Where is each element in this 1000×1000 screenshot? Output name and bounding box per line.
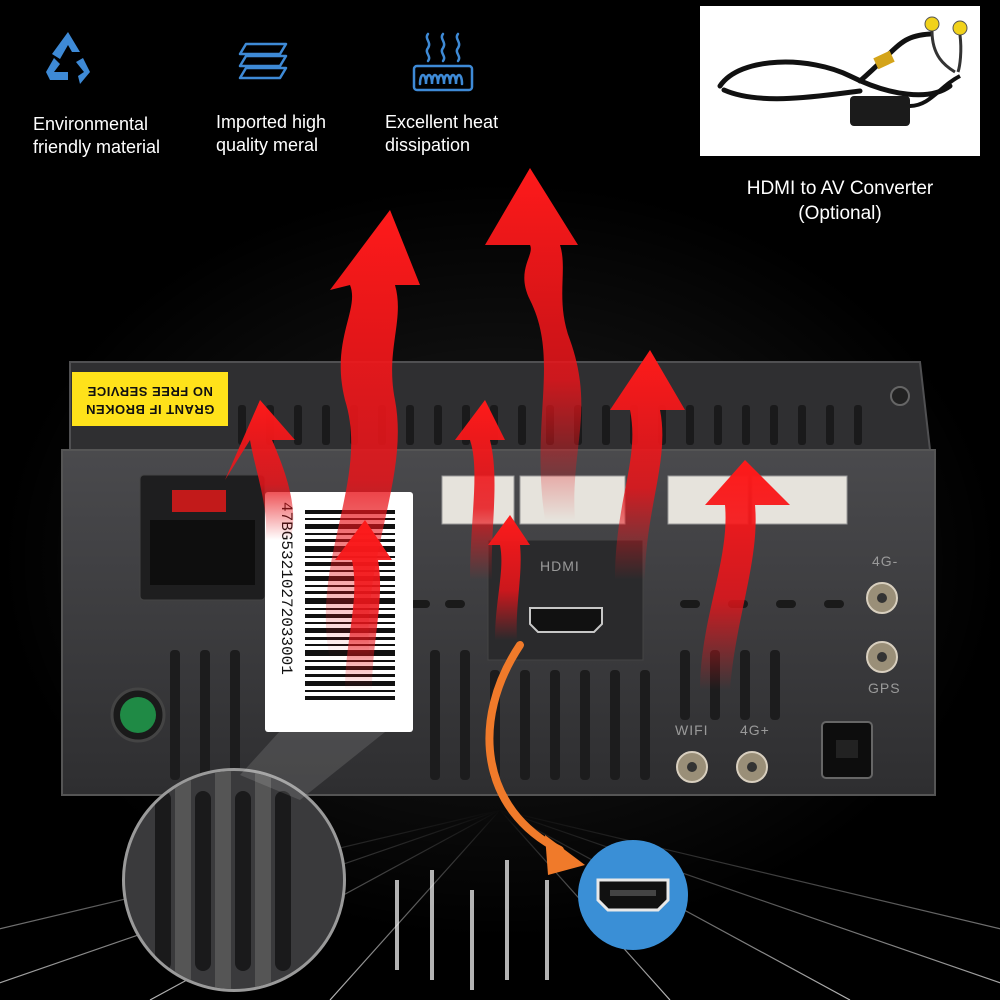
lte-minus-port-label: 4G- — [872, 553, 899, 569]
gps-port-label: GPS — [868, 680, 901, 696]
hdmi-callout — [578, 840, 688, 950]
heat-arrow — [610, 350, 685, 580]
heat-arrow — [488, 515, 530, 640]
converter-caption: HDMI to AV Converter (Optional) — [746, 178, 934, 224]
hdmi-port-label: HDMI — [540, 558, 580, 574]
heat-arrow — [700, 460, 790, 690]
wifi-port-label: WIFI — [675, 722, 709, 738]
heat-arrow — [225, 400, 295, 540]
recycle-icon — [38, 28, 98, 93]
heat-icon — [410, 30, 476, 99]
heat-arrow — [335, 520, 392, 690]
heat-arrow — [455, 400, 505, 580]
heat-arrow — [485, 168, 582, 520]
hdmi-port-icon — [596, 878, 670, 912]
feature-label-heat: Excellent heat dissipation — [385, 112, 499, 155]
converter-photo — [700, 6, 980, 156]
feature-label-environment: Environmental friendly material — [33, 114, 161, 157]
feature-label-material: Imported high quality meral — [216, 112, 327, 155]
lte-plus-port-label: 4G+ — [740, 722, 770, 738]
layers-icon — [236, 36, 296, 91]
magnified-heatsink — [122, 768, 346, 992]
